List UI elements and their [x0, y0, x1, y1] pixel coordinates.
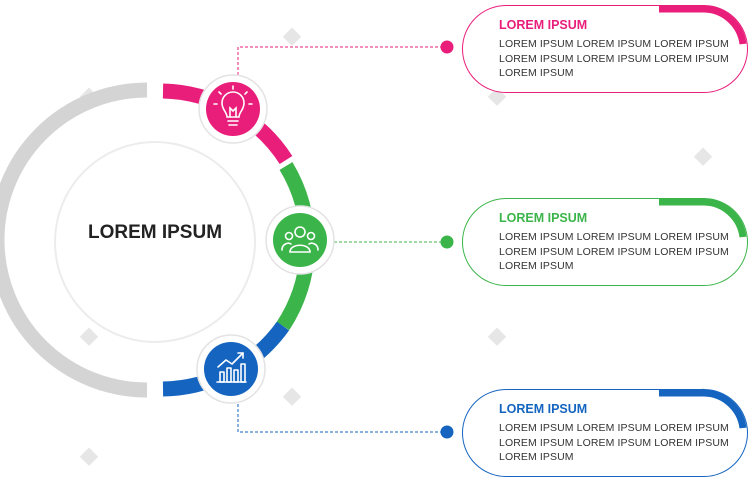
team-icon [281, 226, 319, 253]
connector-blue [237, 404, 454, 439]
step-body-1: LOREM IPSUM LOREM IPSUM LOREM IPSUM LORE… [499, 38, 729, 80]
center-circle [54, 141, 256, 343]
step-card-1: LOREM IPSUM LOREM IPSUM LOREM IPSUM LORE… [462, 5, 748, 93]
card-accent-2 [659, 198, 747, 238]
connector-pink [237, 40, 454, 80]
step-badge-3 [196, 334, 266, 404]
step-card-3: LOREM IPSUM LOREM IPSUM LOREM IPSUM LORE… [462, 389, 748, 477]
step-card-2: LOREM IPSUM LOREM IPSUM LOREM IPSUM LORE… [462, 198, 748, 286]
card-accent-3 [659, 389, 747, 429]
center-title: LOREM IPSUM [87, 222, 223, 243]
growth-chart-icon [216, 352, 247, 383]
step-title-3: LOREM IPSUM [499, 402, 588, 416]
step-badge-2 [265, 205, 335, 275]
step-title-1: LOREM IPSUM [499, 18, 588, 32]
connector-green [334, 235, 454, 249]
card-accent-1 [659, 5, 747, 45]
step-body-2: LOREM IPSUM LOREM IPSUM LOREM IPSUM LORE… [499, 231, 729, 273]
outer-ring-gray [0, 82, 148, 398]
lightbulb-icon [213, 85, 253, 126]
step-badge-1 [198, 74, 268, 144]
step-title-2: LOREM IPSUM [499, 211, 588, 225]
step-body-3: LOREM IPSUM LOREM IPSUM LOREM IPSUM LORE… [499, 422, 729, 464]
